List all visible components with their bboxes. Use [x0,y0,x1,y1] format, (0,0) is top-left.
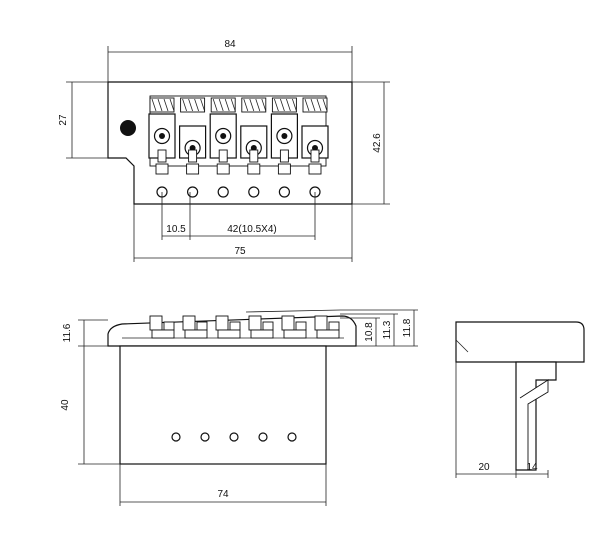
block-hole [200,432,210,442]
profile-view: 20 14 [455,321,585,478]
top-view: 84 27 42.6 10.5 42(10.5X4) 75 [58,39,390,262]
dim-profile-depth: 14 [526,462,538,473]
block-hole [171,432,181,442]
string-hole [248,186,260,198]
saddle [179,97,207,175]
dim-string-spacing: 10.5 [166,224,186,235]
dim-profile-width: 20 [478,462,490,473]
front-saddle [281,315,307,339]
mounting-hole-icon [120,120,136,136]
front-saddle-group [149,315,340,339]
dim-block-width: 74 [217,489,229,500]
front-saddle [149,315,175,339]
dim-side-height-left: 11.6 [62,323,73,342]
block-hole [287,432,297,442]
block-hole-group [171,432,297,442]
front-saddle [182,315,208,339]
front-view: 11.6 40 10.8 11.3 11.8 74 [60,309,418,506]
tremolo-block [119,345,327,465]
block-hole [229,432,239,442]
saddle-group [148,97,329,175]
dim-base-width: 75 [234,246,246,257]
string-hole [187,186,199,198]
saddle [301,97,329,175]
front-saddle [248,315,274,339]
front-saddle [314,315,340,339]
dim-top-height-right: 42.6 [372,133,383,153]
dim-side-height-a: 10.8 [364,322,375,342]
block-hole [258,432,268,442]
dim-top-width: 84 [224,39,236,50]
string-hole [278,186,290,198]
dim-block-height: 40 [60,399,71,411]
saddle [148,97,176,175]
dim-string-span: 42(10.5X4) [227,224,276,235]
string-hole [217,186,229,198]
saddle [240,97,268,175]
saddle-frame [149,95,327,167]
dim-side-height-c: 11.8 [402,318,413,337]
dim-side-height-b: 11.3 [382,320,393,339]
profile-top-plate [455,321,585,363]
saddle [270,97,298,175]
front-saddle [215,315,241,339]
saddle [209,97,237,175]
dim-top-height-left: 27 [58,114,69,126]
